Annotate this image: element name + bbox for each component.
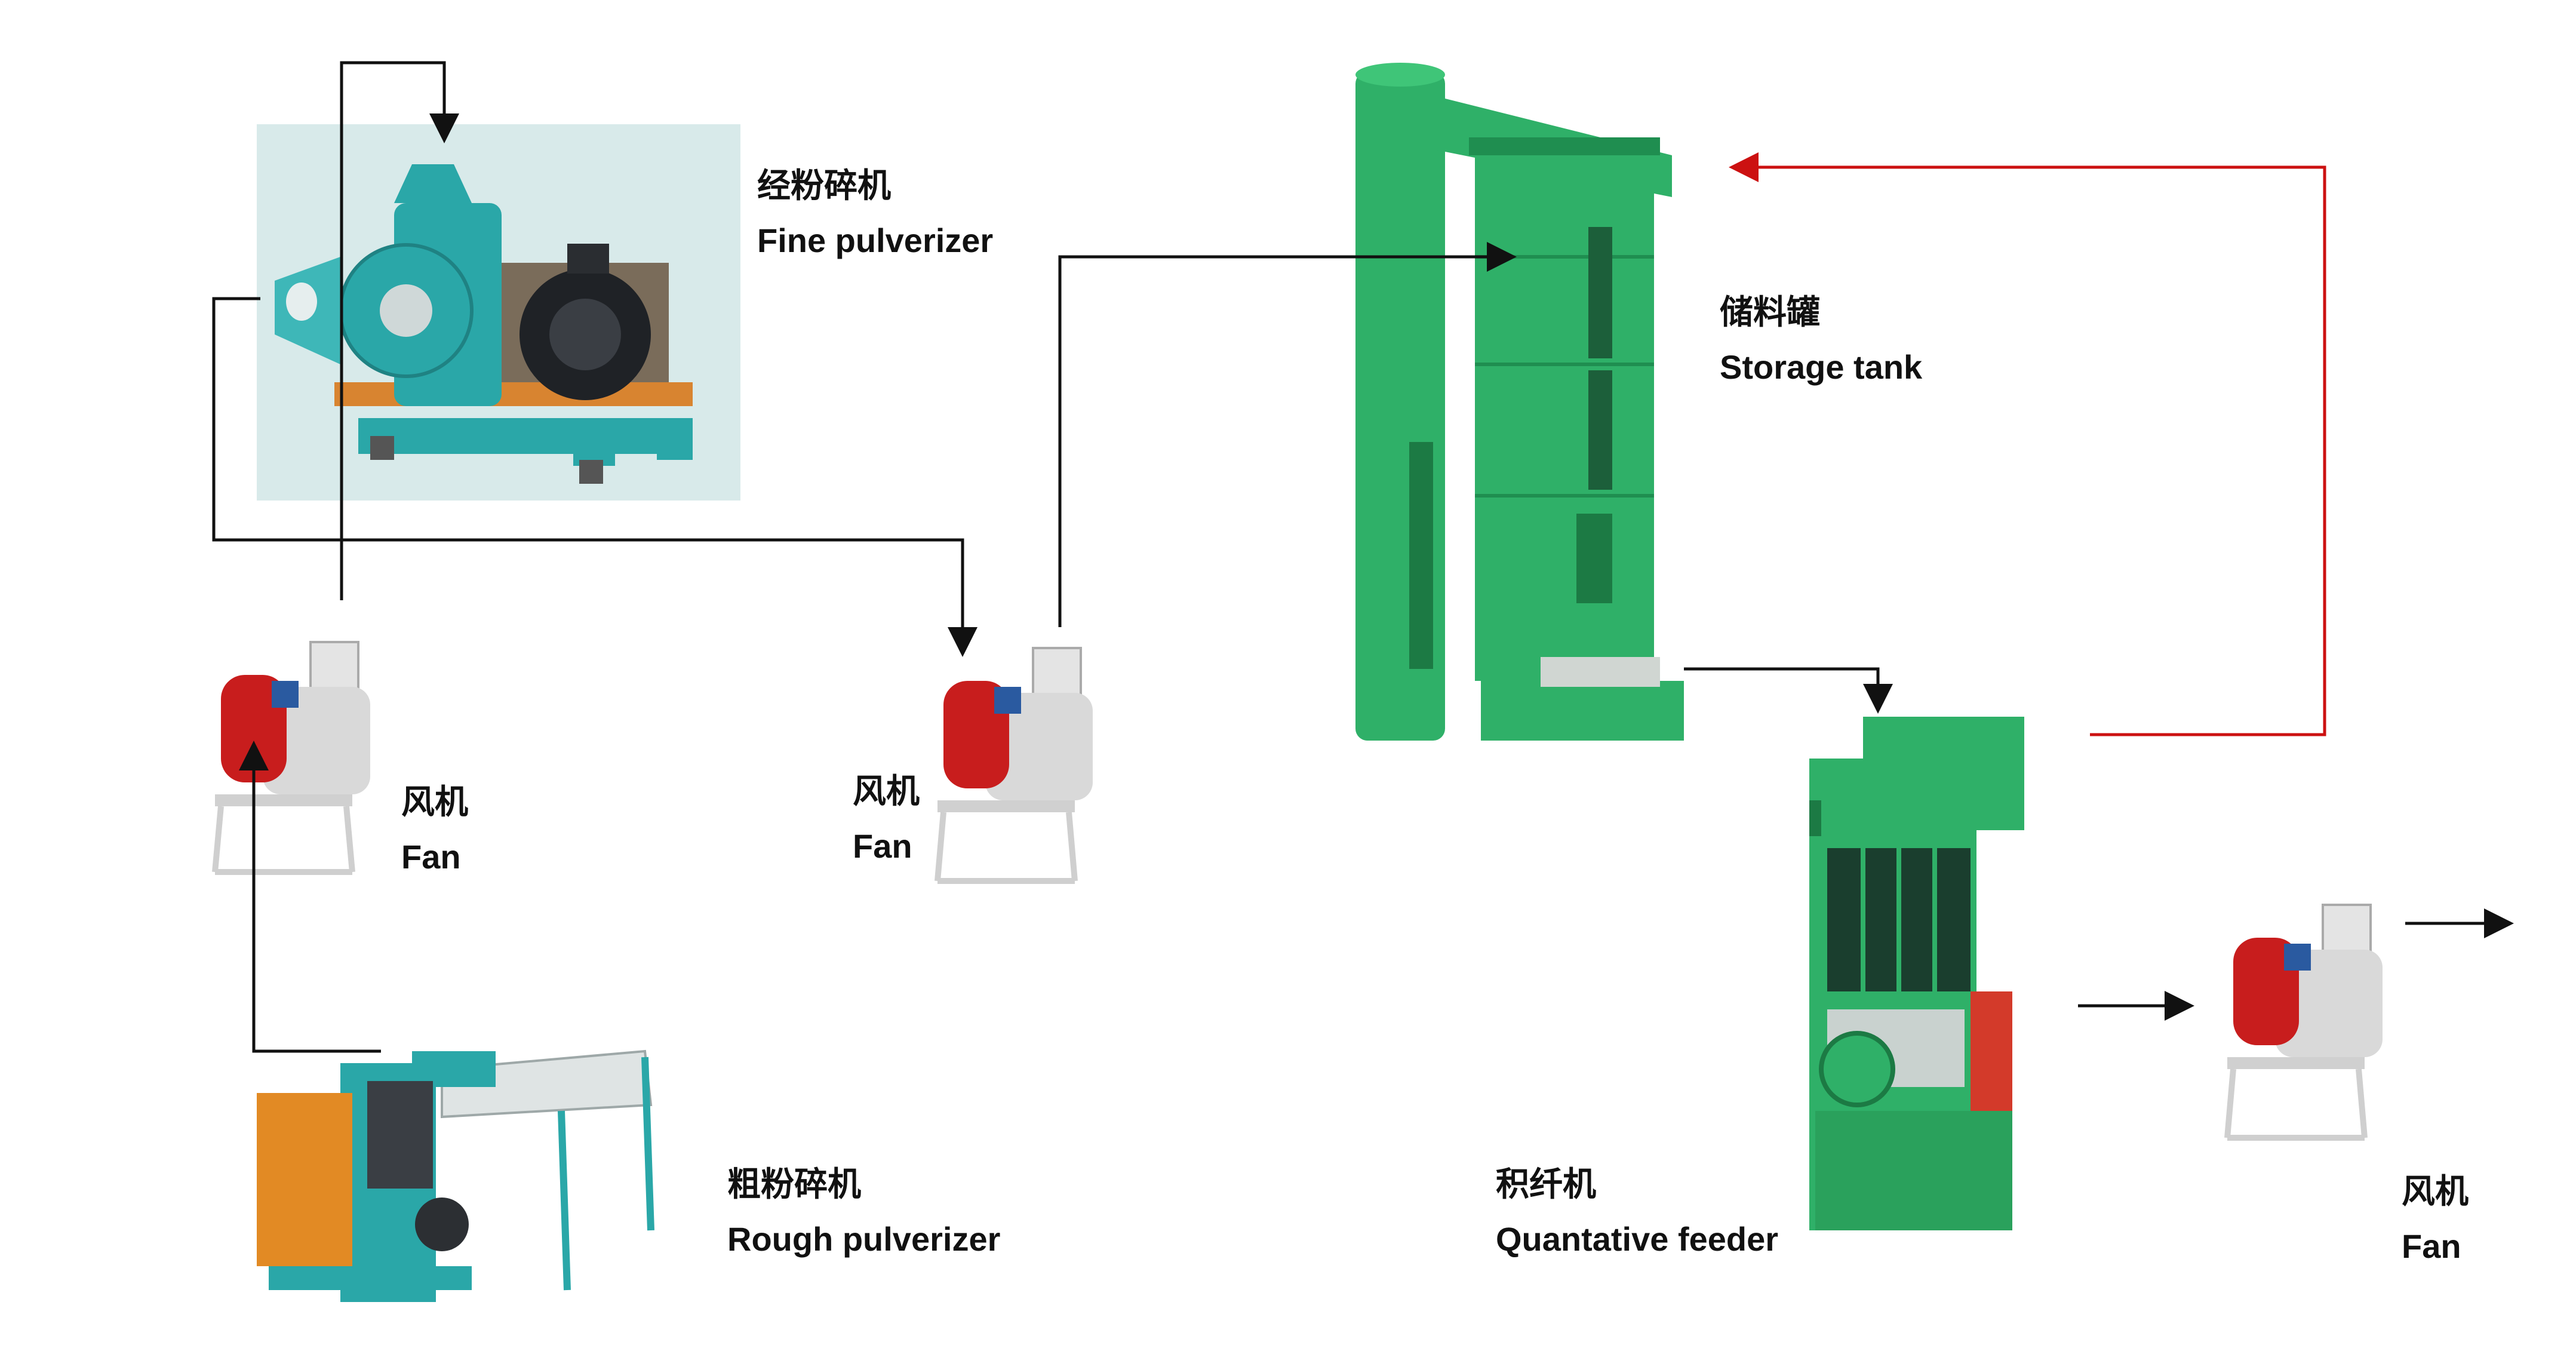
fan-left-label-en: Fan xyxy=(401,838,461,876)
fan-right-label-en: Fan xyxy=(2402,1227,2461,1265)
rough-pulverizer-machine xyxy=(257,1049,654,1302)
flow-lines xyxy=(212,61,2514,1053)
fan-right-label-zh: 风机 xyxy=(2402,1172,2469,1210)
fan-middle-machine xyxy=(935,647,1093,884)
rough-pulverizer-label-en: Rough pulverizer xyxy=(727,1220,1001,1258)
fine-pulverizer-label-zh: 经粉碎机 xyxy=(757,167,891,204)
quantitative-feeder-label-zh: 积纤机 xyxy=(1496,1165,1596,1203)
fine-pulverizer-label-en: Fine pulverizer xyxy=(757,222,994,259)
storage-tank-label-en: Storage tank xyxy=(1720,348,1923,386)
storage-tank-machine xyxy=(1355,63,1684,741)
fine-pulverizer-label: 经粉碎机 Fine pulverizer xyxy=(757,169,993,257)
fan-right-label: 风机 Fan xyxy=(2402,1175,2469,1263)
quantitative-feeder-label: 积纤机 Quantative feeder xyxy=(1496,1168,1778,1256)
quantitative-feeder-label-en: Quantative feeder xyxy=(1496,1220,1779,1258)
rough-pulverizer-label: 粗粉碎机 Rough pulverizer xyxy=(727,1168,1000,1256)
fan-left-label: 风机 Fan xyxy=(401,785,468,874)
fan-left-machine xyxy=(212,641,370,875)
fan-left-label-zh: 风机 xyxy=(401,783,468,821)
storage-tank-label: 储料罐 Storage tank xyxy=(1720,296,1922,384)
fan-right-machine xyxy=(2224,904,2383,1141)
fan-middle-label-en: Fan xyxy=(853,827,912,865)
rough-pulverizer-label-zh: 粗粉碎机 xyxy=(727,1165,861,1203)
quantitative-feeder-machine xyxy=(1809,717,2024,1230)
fine-pulverizer-machine xyxy=(257,124,740,501)
fan-middle-label-zh: 风机 xyxy=(853,772,920,810)
fan-middle-label: 风机 Fan xyxy=(853,775,920,863)
storage-tank-label-zh: 储料罐 xyxy=(1720,293,1820,331)
